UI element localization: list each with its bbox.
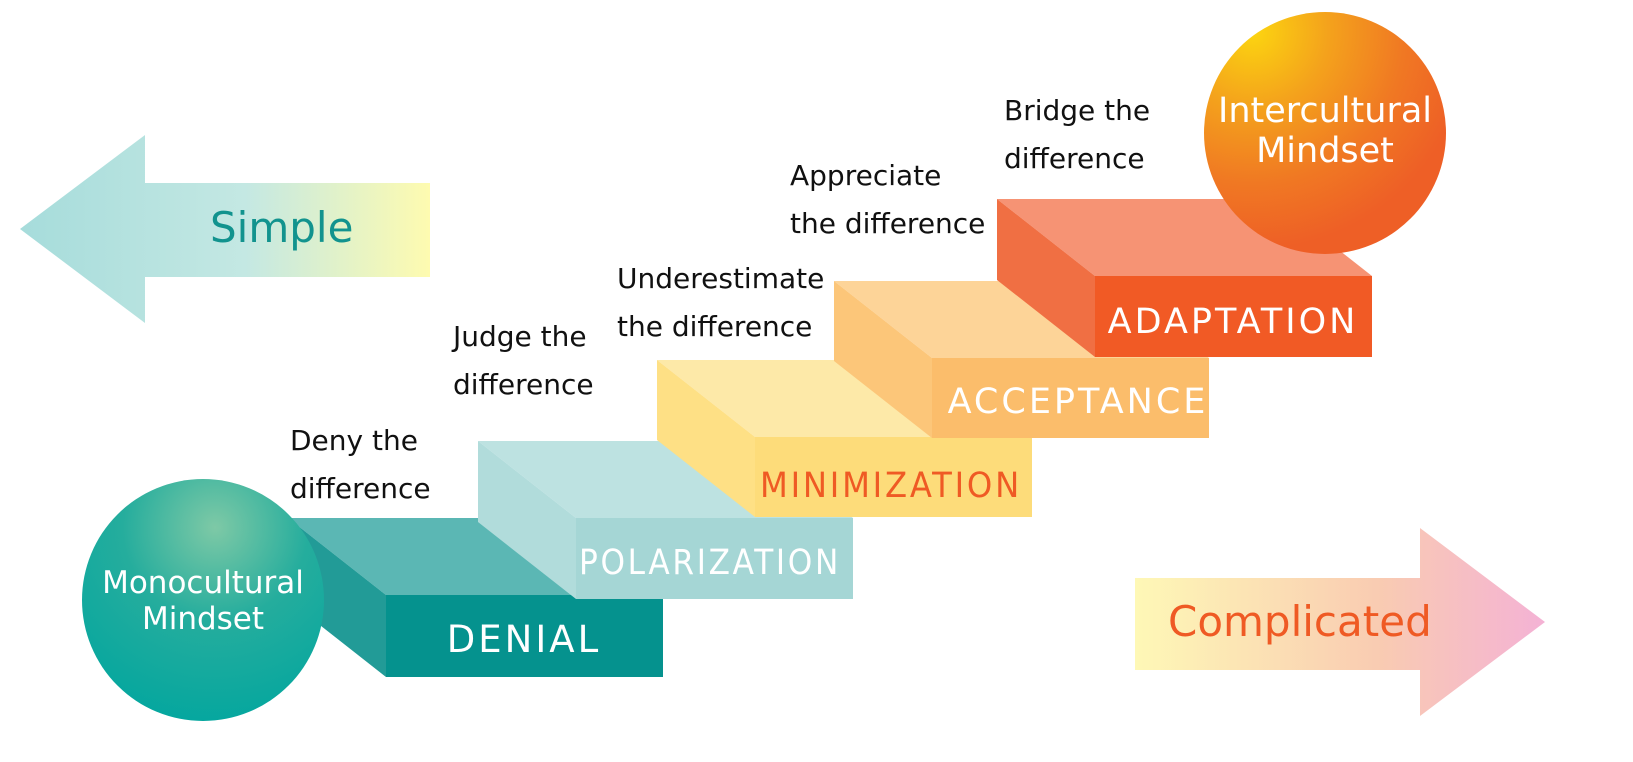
caption-denial-line2: difference <box>290 472 431 505</box>
caption-polarization: Judge the difference <box>453 313 594 409</box>
stage-label-denial: DENIAL <box>447 618 601 661</box>
simple-arrow <box>20 135 430 323</box>
caption-adaptation-line1: Bridge the <box>1004 94 1151 127</box>
intercultural-line1: Intercultural <box>1218 91 1432 131</box>
stage-label-adaptation: ADAPTATION <box>1108 302 1359 342</box>
stage-label-minimization: MINIMIZATION <box>760 466 1022 506</box>
monocultural-line2: Mindset <box>141 600 265 637</box>
caption-acceptance-line1: Appreciate <box>790 159 942 192</box>
intercultural-mindset-label: Intercultural Mindset <box>1205 91 1445 172</box>
caption-minimization: Underestimate the difference <box>617 255 824 351</box>
intercultural-circle <box>1204 12 1446 254</box>
stage-label-polarization: POLARIZATION <box>579 543 841 583</box>
caption-polarization-line1: Judge the <box>453 320 587 353</box>
caption-acceptance: Appreciate the difference <box>790 152 985 248</box>
intercultural-line2: Mindset <box>1256 131 1394 172</box>
caption-adaptation: Bridge the difference <box>1004 87 1150 183</box>
caption-adaptation-line2: difference <box>1004 142 1145 175</box>
stage-label-acceptance: ACCEPTANCE <box>948 382 1209 422</box>
monocultural-circle <box>82 479 324 721</box>
caption-acceptance-line2: the difference <box>790 207 986 240</box>
caption-denial-line1: Deny the <box>290 424 418 457</box>
caption-minimization-line2: the difference <box>617 310 813 343</box>
monocultural-line1: Monocultural <box>102 565 304 601</box>
caption-minimization-line1: Underestimate <box>617 262 825 295</box>
complicated-arrow <box>1135 528 1545 716</box>
caption-polarization-line2: difference <box>453 368 594 401</box>
complicated-label: Complicated <box>1168 597 1432 646</box>
simple-label: Simple <box>210 203 354 252</box>
caption-denial: Deny the difference <box>290 417 431 513</box>
monocultural-mindset-label: Monocultural Mindset <box>83 565 323 637</box>
